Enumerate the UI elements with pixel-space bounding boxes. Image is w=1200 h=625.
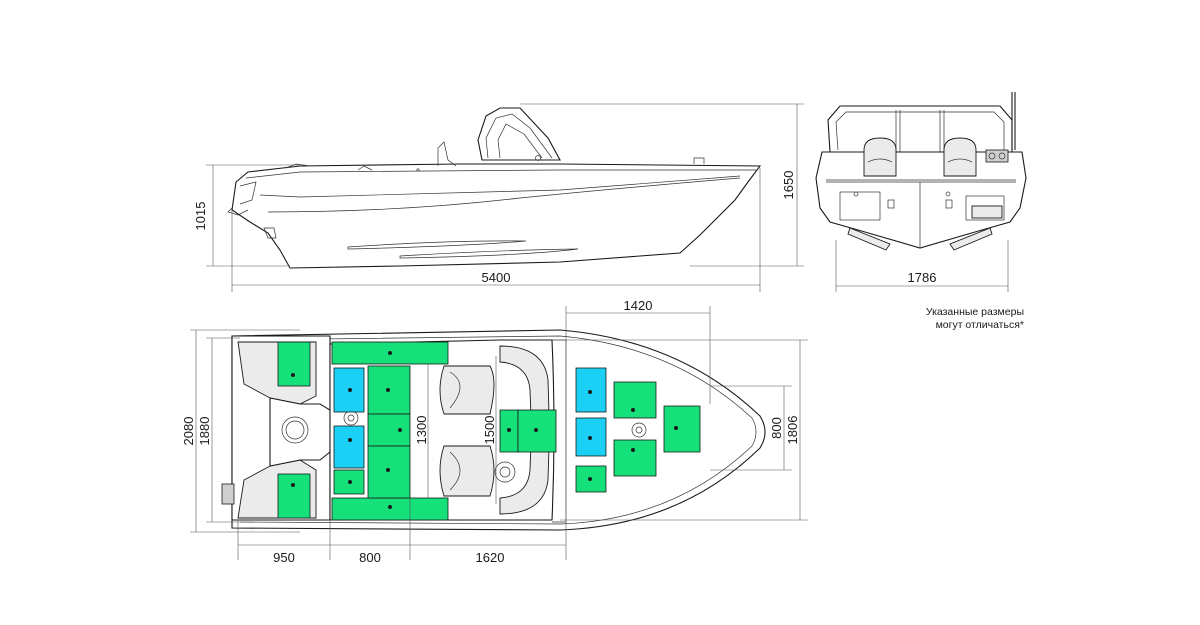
dim-top-width-total: 2080 bbox=[181, 417, 196, 446]
dim-cockpit-1620: 1620 bbox=[476, 550, 505, 565]
dim-rear-width: 1786 bbox=[908, 270, 937, 285]
dim-length: 5400 bbox=[482, 270, 511, 285]
dim-bow-deck: 1420 bbox=[624, 298, 653, 313]
side-dimensions: 5400 1015 1650 bbox=[193, 103, 804, 292]
dim-stern-950: 950 bbox=[273, 550, 295, 565]
dim-height-total: 1650 bbox=[781, 171, 796, 200]
dim-top-width-bow: 1806 bbox=[785, 416, 800, 445]
dim-cockpit-1500: 1500 bbox=[482, 416, 497, 445]
dim-seat-800: 800 bbox=[359, 550, 381, 565]
dim-bow-inner: 800 bbox=[769, 417, 784, 439]
dim-height-bow: 1015 bbox=[193, 202, 208, 231]
hatches bbox=[277, 341, 701, 521]
note-line-1: Указанные размеры bbox=[925, 306, 1024, 318]
top-dimensions: 2080 1880 1300 1500 1420 800 1806 950 bbox=[181, 298, 808, 565]
note-line-2: могут отличаться* bbox=[935, 319, 1024, 331]
dimensions-note: Указанные размеры могут отличаться* bbox=[824, 306, 1024, 332]
side-view bbox=[227, 107, 762, 269]
dim-top-width-inner: 1880 bbox=[197, 417, 212, 446]
rear-dimensions: 1786 bbox=[835, 240, 1009, 292]
dim-cockpit-1300: 1300 bbox=[414, 416, 429, 445]
rear-view bbox=[815, 92, 1027, 251]
